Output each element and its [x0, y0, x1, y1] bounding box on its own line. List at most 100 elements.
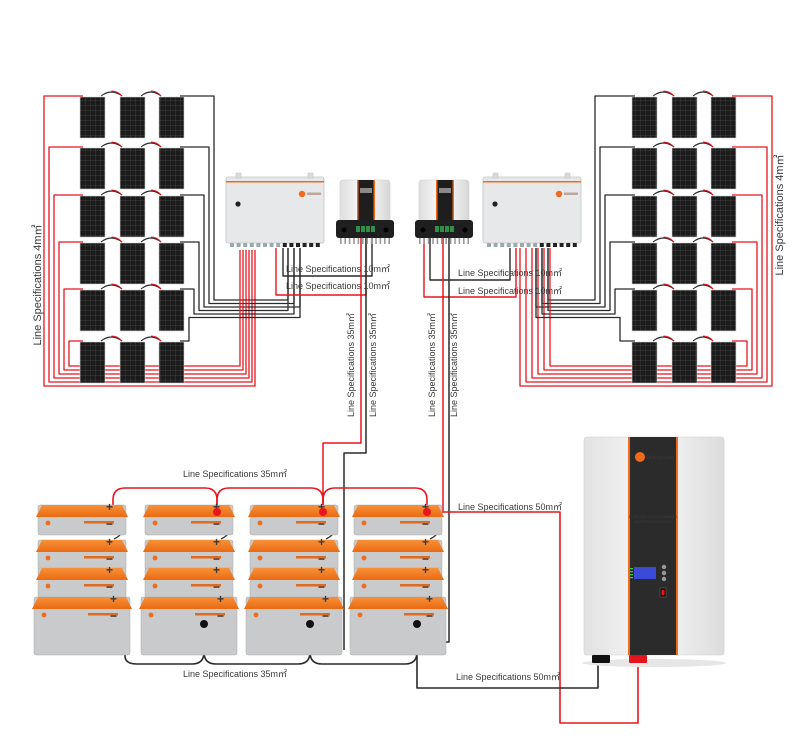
inverter-shadow — [582, 659, 726, 667]
inverter-lcd-display — [634, 567, 656, 579]
left-combiner-mount-tab — [235, 172, 242, 179]
left-solar-panel — [119, 341, 146, 384]
right-solar-panel — [671, 96, 698, 139]
battery-positive-terminal: + — [318, 535, 325, 549]
right-panel-jumper-pos — [702, 335, 714, 342]
right-combiner-lock-icon — [492, 201, 498, 207]
right-controller-terminal — [450, 226, 454, 232]
left-combiner-gland — [263, 243, 267, 247]
battery-negative-terminal: − — [213, 580, 220, 594]
battery-lid — [244, 597, 344, 609]
battery-pos-junction — [213, 508, 221, 516]
battery-positive-terminal: + — [426, 592, 433, 606]
left-combiner-stripe — [226, 181, 324, 183]
inverter-neg-wire — [416, 624, 599, 689]
right-solar-panel — [631, 341, 658, 384]
inverter-stripe-left — [628, 437, 630, 655]
battery-positive-terminal: + — [106, 535, 113, 549]
battery-model-text — [84, 521, 114, 524]
left-solar-panel — [79, 242, 106, 285]
left-panel-jumper-pos — [150, 335, 162, 342]
left-combiner-gland — [256, 243, 261, 247]
right-controller-terminal — [435, 226, 439, 232]
battery-lid — [352, 568, 444, 580]
battery-lid — [36, 505, 128, 517]
left-controller-heatsink-fin — [388, 238, 390, 244]
battery-parallel-pos-wire — [322, 487, 428, 512]
battery-model-text — [296, 521, 326, 524]
battery-negative-terminal: − — [322, 609, 329, 623]
right-controller-heatsink-fin — [427, 238, 430, 244]
left-solar-panel — [79, 289, 106, 332]
left-pv-neg-wire — [282, 228, 373, 277]
battery-negative-terminal: − — [318, 552, 325, 566]
right-combiner-mount-tab — [564, 172, 571, 179]
left-controller-terminal — [371, 226, 375, 232]
battery-positive-terminal: + — [422, 535, 429, 549]
left-combiner-mount-tab — [307, 172, 314, 179]
left-solar-panel — [158, 147, 185, 190]
inverter-front-text-2: INVERTER&CHARGER — [635, 520, 672, 524]
right-controller-display — [439, 188, 451, 193]
left-controller-pos-spec-label: Line Specifications 10m㎡ — [286, 264, 390, 274]
right-controller-heatsink-fin — [449, 238, 452, 244]
battery-negative-terminal: − — [318, 517, 325, 531]
wires — [43, 90, 773, 724]
right-pv-neg-wire — [429, 228, 511, 281]
left-solar-panel — [119, 289, 146, 332]
right-combiner-gland — [513, 243, 518, 247]
right-controller-stripe — [452, 180, 454, 224]
battery-brand-logo-icon — [152, 555, 158, 561]
battery-positive-terminal: + — [106, 500, 113, 514]
left-solar-panel — [79, 195, 106, 238]
battery-lid — [352, 505, 444, 517]
right-combiner-gland — [506, 243, 511, 247]
battery-negative-terminal: − — [213, 517, 220, 531]
left-controller-battery-pos-spec-label: Line Specifications 35m㎡ — [346, 313, 356, 417]
battery-brand-logo-icon — [148, 612, 154, 618]
left-solar-panel — [158, 195, 185, 238]
left-controller-heatsink-fin — [366, 238, 368, 244]
inverter-power-switch-toggle — [661, 590, 665, 595]
battery-model-text — [191, 556, 221, 559]
right-solar-panel — [710, 147, 737, 190]
right-string-pos-wire — [531, 194, 763, 379]
inverter-control-button — [661, 570, 667, 576]
right-panel-jumper-pos — [702, 90, 714, 97]
right-controller-terminal — [440, 226, 444, 232]
battery-parallel-pos-wire — [216, 487, 324, 512]
left-controller-heatsink-fin — [344, 238, 346, 244]
battery-negative-terminal: − — [106, 552, 113, 566]
battery-positive-terminal: + — [217, 592, 224, 606]
battery-brand-logo-icon — [257, 555, 263, 561]
left-combiner-gland — [289, 243, 294, 247]
battery-lid — [36, 540, 128, 552]
battery-negative-terminal: − — [318, 580, 325, 594]
right-controller-heatsink-fin — [441, 238, 443, 244]
battery-model-text — [296, 584, 326, 587]
battery-positive-terminal: + — [213, 500, 220, 514]
battery-neg-junction — [306, 620, 314, 628]
battery-model-text — [404, 613, 434, 616]
battery-model-text — [84, 556, 114, 559]
left-solar-panel — [79, 147, 106, 190]
inverter-status-led — [630, 571, 633, 573]
left-controller-port — [383, 227, 389, 233]
battery-parallel-pos-wire — [112, 487, 218, 512]
inverter-front-panel — [629, 437, 677, 655]
right-combiner-stripe — [483, 181, 581, 183]
battery-model-text — [400, 584, 430, 587]
right-solar-panel — [710, 242, 737, 285]
left-controller-front-panel — [358, 180, 374, 224]
left-controller-heatsink-fin — [353, 238, 355, 244]
right-controller-heatsink-fin — [436, 238, 439, 244]
left-solar-panel — [158, 96, 185, 139]
right-combiner-gland — [500, 243, 505, 247]
left-controller-stripe — [357, 180, 359, 224]
right-string-pos-wire — [549, 248, 748, 367]
battery-parallel-neg-wire — [124, 624, 205, 665]
left-solar-panel — [158, 242, 185, 285]
right-controller-port — [420, 227, 426, 233]
left-controller-heatsink-fin — [384, 238, 386, 244]
